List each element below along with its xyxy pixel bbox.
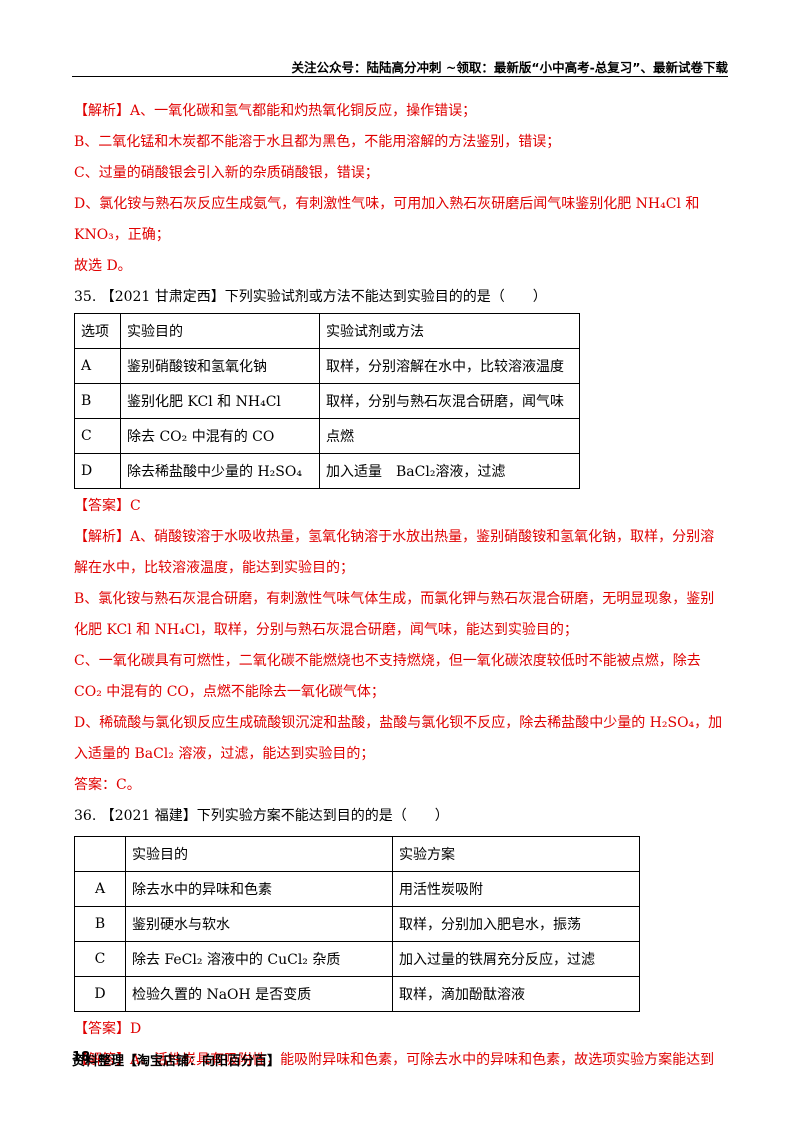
footer-text: 资料整理【淘宝店铺：向阳百分百】 xyxy=(72,1054,281,1069)
question-35-answer: 【答案】C xyxy=(74,498,141,514)
table-cell: D xyxy=(74,976,126,1012)
table-cell: 除去稀盐酸中少量的 H₂SO₄ xyxy=(120,453,320,489)
table-header-cell: 实验目的 xyxy=(120,313,320,349)
page-header: 关注公众号：陆陆高分冲刺 ~领取：最新版“小中高考-总复习”、最新试卷下载 xyxy=(291,60,728,75)
analysis-line: 解在水中，比较溶液温度，能达到实验目的； xyxy=(74,560,354,576)
table-cell: 取样，滴加酚酞溶液 xyxy=(392,976,640,1012)
table-cell: 鉴别硬水与软水 xyxy=(125,906,393,942)
table-row: A 除去水中的异味和色素 用活性炭吸附 xyxy=(74,871,640,907)
table-header-row: 实验目的 实验方案 xyxy=(74,836,640,872)
previous-analysis: 【解析】A、一氧化碳和氢气都能和灼热氧化铜反应，操作错误； B、二氧化锰和木炭都… xyxy=(74,96,730,282)
analysis-line: B、氯化铵与熟石灰混合研磨，有刺激性气味气体生成，而氯化钾与熟石灰混合研磨，无明… xyxy=(74,591,715,607)
analysis-line: 入适量的 BaCl₂ 溶液，过滤，能达到实验目的； xyxy=(74,746,375,762)
table-cell: 除去 FeCl₂ 溶液中的 CuCl₂ 杂质 xyxy=(125,941,393,977)
table-row: C 除去 CO₂ 中混有的 CO 点燃 xyxy=(74,418,580,454)
analysis-line: C、一氧化碳具有可燃性，二氧化碳不能燃烧也不支持燃烧，但一氧化碳浓度较低时不能被… xyxy=(74,653,701,669)
table-row: C 除去 FeCl₂ 溶液中的 CuCl₂ 杂质 加入过量的铁屑充分反应，过滤 xyxy=(74,941,640,977)
analysis-line: D、稀硫酸与氯化钡反应生成硫酸钡沉淀和盐酸，盐酸与氯化钡不反应，除去稀盐酸中少量… xyxy=(74,715,723,731)
table-cell: D xyxy=(74,453,121,489)
question-36-heading: 36. 【2021 福建】下列实验方案不能达到目的的是（ ） xyxy=(74,808,449,824)
table-cell: 鉴别化肥 KCl 和 NH₄Cl xyxy=(120,383,320,419)
table-cell: 点燃 xyxy=(319,418,580,454)
table-cell: 鉴别硝酸铵和氢氧化钠 xyxy=(120,348,320,384)
analysis-line: CO₂ 中混有的 CO，点燃不能除去一氧化碳气体； xyxy=(74,684,385,700)
analysis-line: B、二氧化锰和木炭都不能溶于水且都为黑色，不能用溶解的方法鉴别，错误； xyxy=(74,134,561,150)
page-number: 18 xyxy=(72,1050,91,1065)
table-cell: A xyxy=(74,348,121,384)
table-cell: C xyxy=(74,941,126,977)
table-header-cell: 选项 xyxy=(74,313,121,349)
analysis-line: 【解析】A、硝酸铵溶于水吸收热量，氢氧化钠溶于水放出热量，鉴别硝酸铵和氢氧化钠，… xyxy=(74,529,715,545)
table-cell: 除去水中的异味和色素 xyxy=(125,871,393,907)
table-cell: 取样，分别加入肥皂水，振荡 xyxy=(392,906,640,942)
table-row: D 除去稀盐酸中少量的 H₂SO₄ 加入适量 BaCl₂溶液，过滤 xyxy=(74,453,580,489)
analysis-line: 化肥 KCl 和 NH₄Cl，取样，分别与熟石灰混合研磨，闻气味，能达到实验目的… xyxy=(74,622,578,638)
question-35-analysis: 【解析】A、硝酸铵溶于水吸收热量，氢氧化钠溶于水放出热量，鉴别硝酸铵和氢氧化钠，… xyxy=(74,522,730,801)
table-cell: 检验久置的 NaOH 是否变质 xyxy=(125,976,393,1012)
table-header-cell: 实验目的 xyxy=(125,836,393,872)
table-cell: B xyxy=(74,906,126,942)
page-footer: 资料整理【淘宝店铺：向阳百分百】 18 xyxy=(72,1050,280,1069)
analysis-line: C、过量的硝酸银会引入新的杂质硝酸银，错误； xyxy=(74,165,379,181)
analysis-line: 答案：C。 xyxy=(74,777,141,793)
question-35-table: 选项 实验目的 实验试剂或方法 A 鉴别硝酸铵和氢氧化钠 取样，分别溶解在水中，… xyxy=(74,313,580,489)
analysis-line: 【解析】A、一氧化碳和氢气都能和灼热氧化铜反应，操作错误； xyxy=(74,103,477,119)
analysis-line: 故选 D。 xyxy=(74,258,132,274)
table-row: A 鉴别硝酸铵和氢氧化钠 取样，分别溶解在水中，比较溶液温度 xyxy=(74,348,580,384)
table-cell: 加入适量 BaCl₂溶液，过滤 xyxy=(319,453,580,489)
analysis-line: D、氯化铵与熟石灰反应生成氨气，有刺激性气味，可用加入熟石灰研磨后闻气味鉴别化肥… xyxy=(74,196,700,212)
question-35-heading: 35. 【2021 甘肃定西】下列实验试剂或方法不能达到实验目的的是（ ） xyxy=(74,289,547,305)
table-cell: 取样，分别溶解在水中，比较溶液温度 xyxy=(319,348,580,384)
table-header-cell: 实验方案 xyxy=(392,836,640,872)
table-cell: A xyxy=(74,871,126,907)
table-row: B 鉴别硬水与软水 取样，分别加入肥皂水，振荡 xyxy=(74,906,640,942)
table-cell: B xyxy=(74,383,121,419)
table-cell: 用活性炭吸附 xyxy=(392,871,640,907)
table-cell: 除去 CO₂ 中混有的 CO xyxy=(120,418,320,454)
question-36-analysis: 【解答】A、活性炭具有吸附性，能吸附异味和色素，可除去水中的异味和色素，故选项实… xyxy=(74,1052,715,1068)
table-header-cell: 实验试剂或方法 xyxy=(319,313,580,349)
table-row: B 鉴别化肥 KCl 和 NH₄Cl 取样，分别与熟石灰混合研磨，闻气味 xyxy=(74,383,580,419)
table-header-row: 选项 实验目的 实验试剂或方法 xyxy=(74,313,580,349)
page-content: 【解析】A、一氧化碳和氢气都能和灼热氧化铜反应，操作错误； B、二氧化锰和木炭都… xyxy=(74,96,730,1076)
question-36-answer: 【答案】D xyxy=(74,1021,142,1037)
table-cell: 加入过量的铁屑充分反应，过滤 xyxy=(392,941,640,977)
table-header-cell xyxy=(74,836,126,872)
table-cell: C xyxy=(74,418,121,454)
table-row: D 检验久置的 NaOH 是否变质 取样，滴加酚酞溶液 xyxy=(74,976,640,1012)
question-36-table: 实验目的 实验方案 A 除去水中的异味和色素 用活性炭吸附 B 鉴别硬水与软水 … xyxy=(74,836,640,1012)
table-cell: 取样，分别与熟石灰混合研磨，闻气味 xyxy=(319,383,580,419)
header-divider xyxy=(72,76,728,77)
analysis-line: KNO₃，正确； xyxy=(74,227,170,243)
